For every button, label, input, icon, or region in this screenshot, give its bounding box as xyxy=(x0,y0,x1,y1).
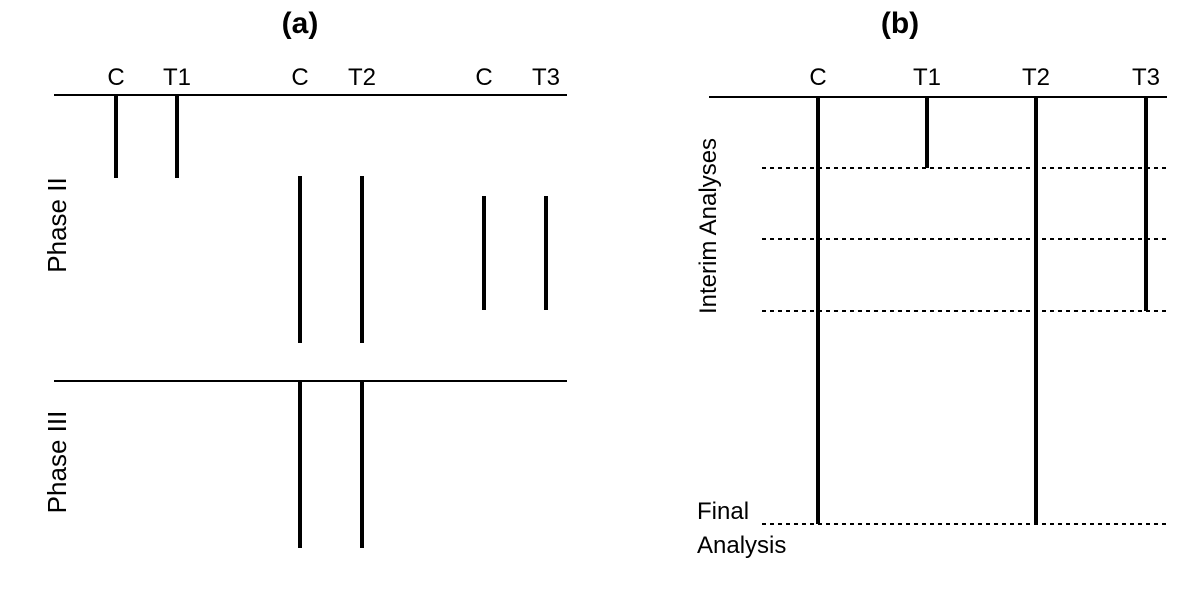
panel-b: (b) C T1 T2 T3 Interim Analyses Final An… xyxy=(695,7,1167,559)
final-analysis-label-line2: Analysis xyxy=(697,532,786,559)
panel-a-title: (a) xyxy=(282,7,319,40)
panel-a-arm-label-c2: C xyxy=(291,64,308,91)
phase-iii-label: Phase III xyxy=(42,411,72,514)
panel-b-title: (b) xyxy=(881,7,919,40)
panel-b-arm-label-t3: T3 xyxy=(1132,64,1160,91)
panel-a: (a) C T1 C T2 C T3 Phase II Phase III xyxy=(42,7,567,548)
panel-a-arm-label-c3: C xyxy=(475,64,492,91)
final-analysis-label-line1: Final xyxy=(697,498,749,525)
panel-a-arm-label-t2: T2 xyxy=(348,64,376,91)
panel-b-arm-label-c: C xyxy=(809,64,826,91)
interim-analyses-label: Interim Analyses xyxy=(695,138,722,314)
panel-a-arm-label-t1: T1 xyxy=(163,64,191,91)
panel-b-arm-label-t2: T2 xyxy=(1022,64,1050,91)
panel-a-arm-label-c1: C xyxy=(107,64,124,91)
panel-b-arm-label-t1: T1 xyxy=(913,64,941,91)
phase-ii-label: Phase II xyxy=(42,177,72,272)
panel-a-arm-label-t3: T3 xyxy=(532,64,560,91)
